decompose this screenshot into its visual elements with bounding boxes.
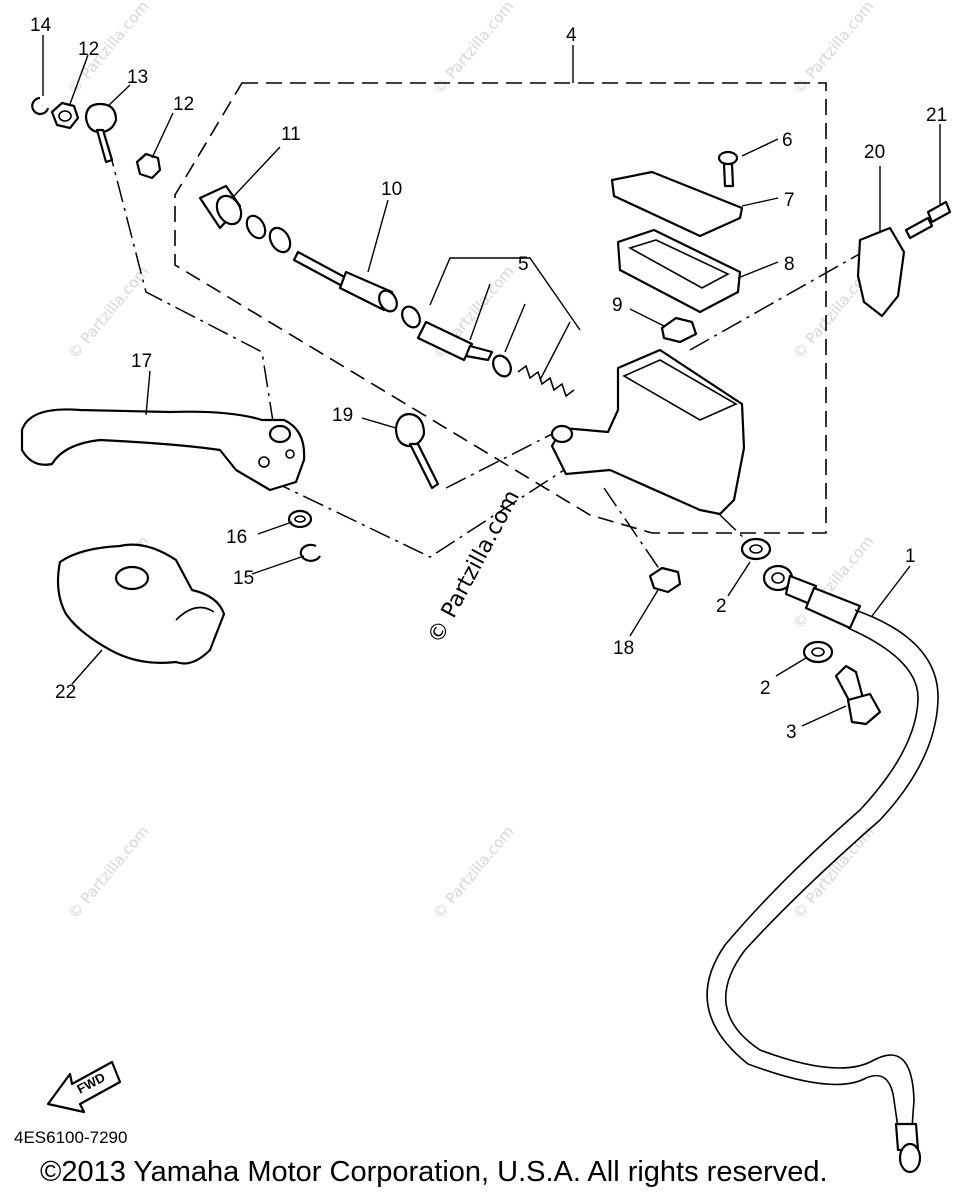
watermark-layer: © Partzilla.com © Partzilla.com © Partzi… [64,0,877,923]
callout-12: 12 [78,39,99,60]
circlip-part [31,96,50,116]
brake-hose-part [706,564,939,1174]
watermark: © Partzilla.com [64,822,152,922]
holder-part [856,226,906,318]
callout-20: 20 [864,142,885,163]
callout-15: 15 [233,568,254,589]
callout-6: 6 [782,130,793,151]
dust-boot-part [198,184,292,254]
center-watermark: © Partzilla.com [423,486,525,648]
holder-bolt-part [904,200,952,240]
nut-part [648,566,682,594]
assembly-boundary [174,82,827,534]
callout-13: 13 [127,67,148,88]
lever-cover-part [56,543,226,665]
washer-part [802,640,834,664]
callout-19: 19 [332,405,353,426]
assembly-line [689,247,871,351]
nut-part [135,152,162,180]
callout-9: 9 [612,295,623,316]
callout-leaders [42,35,941,727]
push-rod-part [292,250,398,313]
washer-part [740,537,772,561]
lever-bolt-part [394,412,440,490]
callout-14: 14 [30,15,52,36]
callout-12: 12 [173,94,194,115]
callout-2: 2 [716,596,727,617]
leader-line [469,283,491,341]
fwd-arrow-icon: FWD [46,1060,122,1114]
watermark: © Partzilla.com [789,822,877,922]
washer-part [287,509,313,529]
reservoir-cap-part [610,170,744,238]
lever-part [20,408,306,492]
assembly-line [107,144,275,429]
assembly-line [269,469,565,558]
callout-21: 21 [926,105,947,126]
watermark: © Partzilla.com [64,262,152,362]
callout-5: 5 [518,254,529,275]
assembly-line [603,487,661,571]
nut-part [50,101,80,130]
callout-22: 22 [55,682,76,703]
callout-10: 10 [381,179,402,200]
callout-labels: 14 12 13 12 11 10 4 6 7 8 9 5 20 21 17 1… [30,15,947,743]
pivot-bolt-part [84,102,118,164]
callout-4: 4 [566,25,577,46]
callout-3: 3 [786,722,797,743]
diaphragm-part [616,228,742,314]
diaphragm-plate-part [660,316,698,344]
circlip-part [299,543,321,562]
leader-line [539,321,571,381]
leader-line [504,303,526,353]
callout-11: 11 [281,124,301,145]
watermark: © Partzilla.com [429,822,517,922]
diagram-code: 4ES6100-7290 [14,1128,128,1147]
assembly-line [445,429,561,489]
copyright-notice: ©2013 Yamaha Motor Corporation, U.S.A. A… [40,1156,828,1188]
callout-18: 18 [613,638,634,659]
callout-7: 7 [784,190,795,211]
callout-1: 1 [905,546,916,567]
master-cylinder-part [550,348,746,516]
callout-2: 2 [760,678,771,699]
callout-8: 8 [784,254,795,275]
screw-part [717,150,739,188]
piston-kit-part [401,305,575,398]
union-bolt-part [834,664,882,726]
leader-line [429,257,581,331]
callout-16: 16 [226,527,247,548]
callout-17: 17 [131,351,152,372]
assembly-line [719,514,747,541]
